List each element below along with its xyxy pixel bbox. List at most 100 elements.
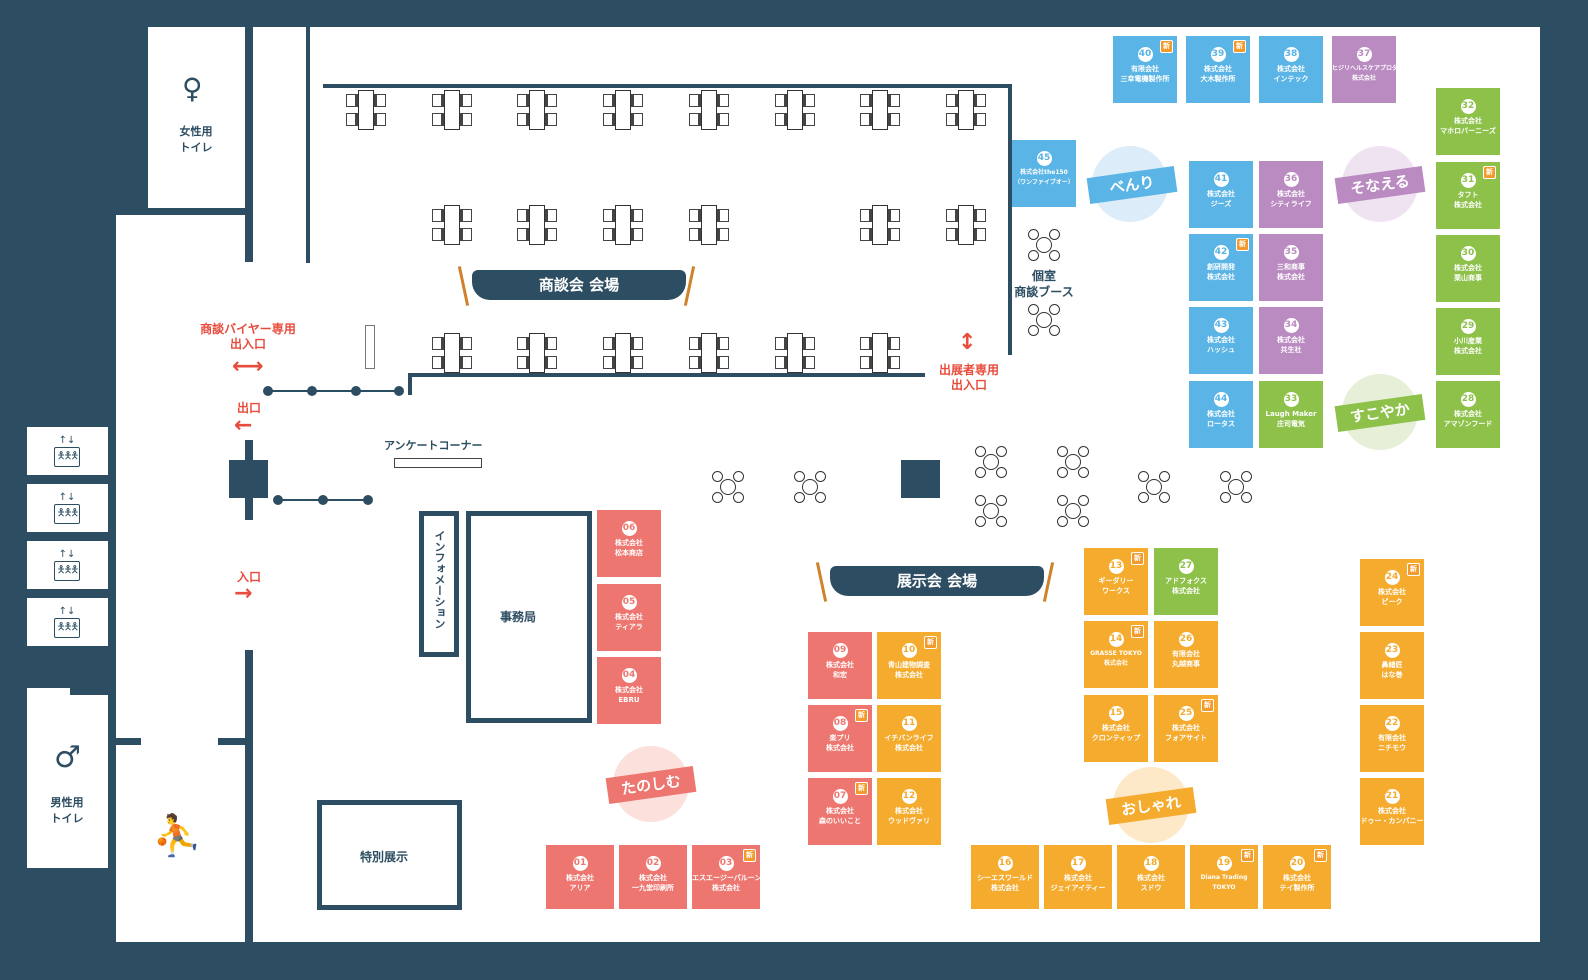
rope-post <box>363 495 373 505</box>
wall <box>108 688 116 942</box>
new-badge: 新 <box>855 709 868 722</box>
booth-name: 株式会社 アマゾンフード <box>1443 410 1493 428</box>
booth-number: 13 <box>1108 559 1124 574</box>
new-badge: 新 <box>1314 849 1327 862</box>
booth-name: 株式会社 大木製作所 <box>1200 65 1236 83</box>
new-badge: 新 <box>855 782 868 795</box>
partition <box>1008 84 1012 355</box>
booth-number: 27 <box>1178 559 1194 574</box>
wall <box>116 738 141 745</box>
booth-name: 株式会社 ティアラ <box>615 613 643 631</box>
booth-number: 08 <box>832 716 848 731</box>
booth-number: 37 <box>1356 47 1372 62</box>
booth-name: イチバンライフ 株式会社 <box>884 734 934 752</box>
elevator: ↑↓🯅🯅🯅 <box>27 427 108 475</box>
new-badge: 新 <box>1131 625 1144 638</box>
side-table <box>365 325 375 369</box>
booth-number: 38 <box>1283 47 1299 62</box>
meeting-table <box>860 90 900 130</box>
round-table <box>712 471 744 503</box>
booth-number: 18 <box>1143 856 1159 871</box>
booth-number: 34 <box>1283 318 1299 333</box>
booth-number: 07 <box>832 789 848 804</box>
meeting-table <box>346 90 386 130</box>
booth-name: 有限会社 丸越商事 <box>1172 650 1200 668</box>
booth-35[interactable]: 35 三和商事 株式会社 <box>1259 234 1323 301</box>
meeting-table <box>517 90 557 130</box>
booth-name: 株式会社 テイ製作所 <box>1279 874 1315 892</box>
information-label: インフォメーション <box>433 530 446 629</box>
women-icon: ♀ <box>182 72 203 105</box>
booth-number: 19 <box>1216 856 1232 871</box>
booth-number: 11 <box>901 716 917 731</box>
booth-name: 有限会社 三幸電機製作所 <box>1120 65 1170 83</box>
booth-11[interactable]: 11 イチバンライフ 株式会社 <box>877 705 941 772</box>
meeting-table <box>603 205 643 245</box>
booth-name: 株式会社 ジェイアイティー <box>1050 874 1106 892</box>
partition <box>408 373 412 395</box>
booth-name: 株式会社 ドゥー・カンパニー <box>1360 807 1424 825</box>
booth-number: 36 <box>1283 172 1299 187</box>
booth-name: Diana Trading TOKYO <box>1200 874 1248 891</box>
elevator-icon: ↑↓🯅🯅🯅 <box>54 606 80 640</box>
booth-name: 創研開発 株式会社 <box>1207 263 1235 281</box>
booth-number: 20 <box>1289 856 1305 871</box>
booth-20[interactable]: 20 株式会社 テイ製作所 新 <box>1263 845 1331 909</box>
booth-name: 株式会社 一九堂印刷所 <box>632 874 674 892</box>
round-table <box>975 446 1007 478</box>
man-icon: ♂ <box>54 740 81 775</box>
new-badge: 新 <box>1201 699 1214 712</box>
exhibitor-entrance-label: 出展者専用 出入口 <box>938 363 999 392</box>
booth-number: 12 <box>901 789 917 804</box>
booth-number: 35 <box>1283 245 1299 260</box>
booth-name: 三和商事 株式会社 <box>1277 263 1305 281</box>
rope-post <box>318 495 328 505</box>
round-table <box>1057 495 1089 527</box>
meeting-table <box>517 205 557 245</box>
booth-name: 株式会社 フォアサイト <box>1165 724 1207 742</box>
new-badge: 新 <box>1241 849 1254 862</box>
